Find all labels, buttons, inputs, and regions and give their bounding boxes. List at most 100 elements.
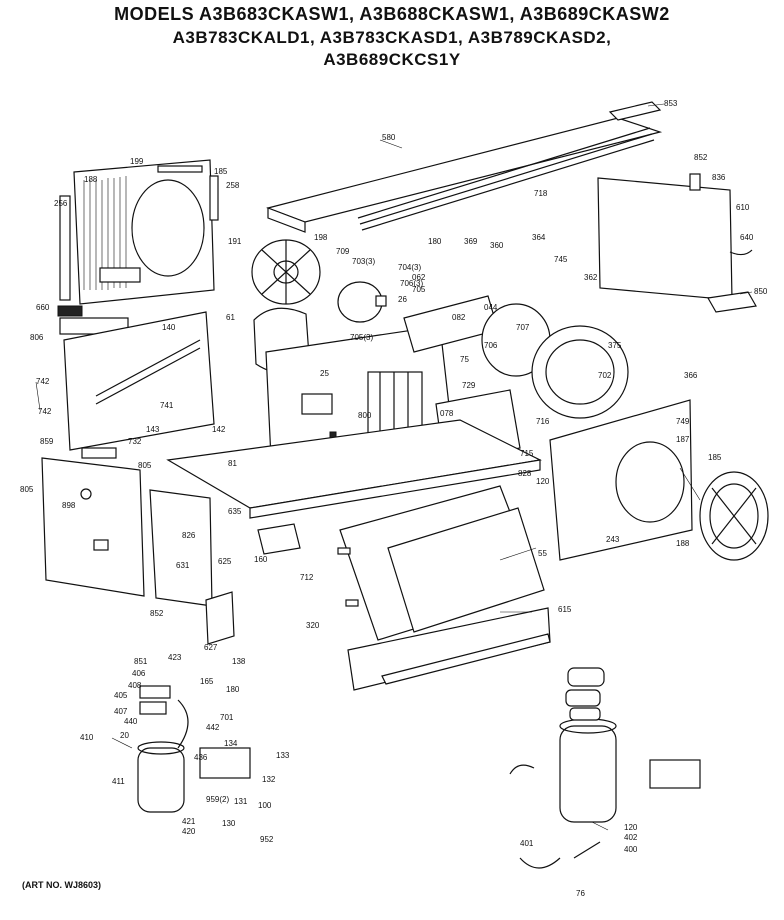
compressor-right-100 xyxy=(509,667,701,869)
part-label: 729 xyxy=(462,381,476,390)
part-label: 366 xyxy=(684,371,698,380)
part-label: 55 xyxy=(538,549,547,558)
part-label: 959(2) xyxy=(206,795,229,804)
part-label: 627 xyxy=(204,643,218,652)
part-label: 402 xyxy=(624,833,638,842)
part-label: 401 xyxy=(520,839,534,848)
part-label: 133 xyxy=(276,751,290,760)
front-grille-199 xyxy=(59,159,219,305)
part-label: 442 xyxy=(206,723,220,732)
part-label: 185 xyxy=(214,167,228,176)
part-635 xyxy=(257,523,301,555)
part-label: 660 xyxy=(36,303,50,312)
part-label: 256 xyxy=(54,199,68,208)
part-label: 320 xyxy=(306,621,320,630)
part-label: 436 xyxy=(194,753,208,762)
part-label: 742 xyxy=(36,377,50,386)
part-label: 062 xyxy=(412,273,426,282)
part-label: 806 xyxy=(30,333,44,342)
part-label: 61 xyxy=(226,313,235,322)
part-label: 411 xyxy=(112,777,125,786)
part-label: 423 xyxy=(168,653,182,662)
part-label: 81 xyxy=(228,459,237,468)
part-label: 741 xyxy=(160,401,174,410)
part-label: 142 xyxy=(212,425,226,434)
models-title-line1: MODELS A3B683CKASW1, A3B688CKASW1, A3B68… xyxy=(114,4,670,24)
part-label: 859 xyxy=(40,437,54,446)
part-label: 132 xyxy=(262,775,276,784)
part-label: 130 xyxy=(222,819,236,828)
part-label: 853 xyxy=(664,99,678,108)
part-label: 26 xyxy=(398,295,407,304)
compressor-left-100 xyxy=(137,685,251,813)
part-label: 625 xyxy=(218,557,232,566)
part-label: 705(3) xyxy=(350,333,373,342)
part-label: 716 xyxy=(536,417,550,426)
part-label: 805 xyxy=(138,461,152,470)
part-label: 826 xyxy=(182,531,196,540)
panel-625 xyxy=(149,489,213,607)
part-label: 580 xyxy=(382,133,396,142)
part-label: 140 xyxy=(162,323,176,332)
condenser-coil-615 xyxy=(337,485,545,641)
condenser-shroud-187 xyxy=(549,399,693,561)
part-label: 610 xyxy=(736,203,750,212)
art-number: (ART NO. WJ8603) xyxy=(22,880,102,890)
part-label: 362 xyxy=(584,273,598,282)
part-label: 188 xyxy=(84,175,98,184)
part-label: 375 xyxy=(608,341,622,350)
part-label: 851 xyxy=(134,657,148,666)
part-label: 749 xyxy=(676,417,690,426)
part-label: 712 xyxy=(300,573,314,582)
part-label: 709 xyxy=(336,247,350,256)
part-label: 742 xyxy=(38,407,52,416)
part-660 xyxy=(57,305,83,317)
part-label: 180 xyxy=(428,237,442,246)
bracket-850 xyxy=(707,291,757,313)
part-label: 160 xyxy=(254,555,268,564)
part-label: 615 xyxy=(558,605,572,614)
part-label: 078 xyxy=(440,409,454,418)
part-label: 243 xyxy=(606,535,620,544)
part-label: 360 xyxy=(490,241,504,250)
part-label: 421 xyxy=(182,817,196,826)
bracket-627 xyxy=(205,591,235,645)
part-label: 76 xyxy=(576,889,585,898)
part-label: 702 xyxy=(598,371,612,380)
part-label: 850 xyxy=(754,287,768,296)
motor-26 xyxy=(337,281,387,323)
part-label: 188 xyxy=(676,539,690,548)
part-label: 704(3) xyxy=(398,263,421,272)
part-label: 185 xyxy=(708,453,722,462)
part-label: 852 xyxy=(150,609,164,618)
part-label: 640 xyxy=(740,233,754,242)
part-label: 718 xyxy=(534,189,548,198)
part-label: 369 xyxy=(464,237,478,246)
part-label: 410 xyxy=(80,733,94,742)
part-label: 138 xyxy=(232,657,246,666)
part-label: 408 xyxy=(128,681,142,690)
part-label: 25 xyxy=(320,369,329,378)
part-label: 044 xyxy=(484,303,498,312)
part-label: 805 xyxy=(20,485,34,494)
part-label: 199 xyxy=(130,157,144,166)
part-label: 75 xyxy=(460,355,469,364)
part-label: 631 xyxy=(176,561,190,570)
part-label: 20 xyxy=(120,731,129,740)
front-panel-805 xyxy=(41,457,145,597)
part-label: 420 xyxy=(182,827,196,836)
part-label: 706 xyxy=(484,341,498,350)
part-label: 400 xyxy=(624,845,638,854)
models-title-line3: A3B689CKCS1Y xyxy=(323,50,461,69)
part-label: 701 xyxy=(220,713,234,722)
part-label: 707 xyxy=(516,323,530,332)
part-label: 187 xyxy=(676,435,690,444)
part-label: 440 xyxy=(124,717,138,726)
part-label: 705 xyxy=(412,285,426,294)
part-label: 898 xyxy=(62,501,76,510)
part-label: 082 xyxy=(452,313,466,322)
part-label: 120 xyxy=(624,823,638,832)
part-label: 732 xyxy=(128,437,142,446)
blower-wheel-198 xyxy=(251,239,321,305)
part-label: 258 xyxy=(226,181,240,190)
